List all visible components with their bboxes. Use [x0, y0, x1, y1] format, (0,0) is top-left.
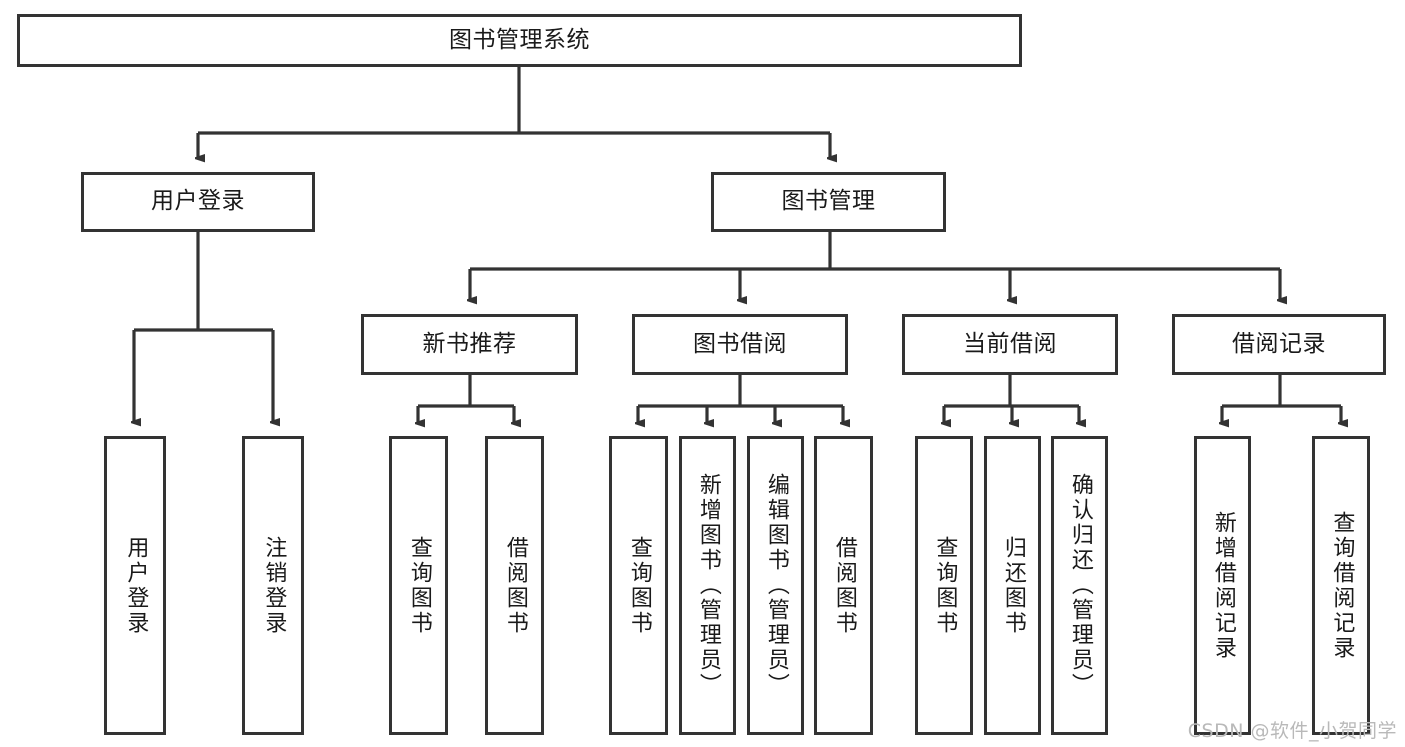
- node-leaf-confirm-return[interactable]: 确认归还（管理员）: [1051, 436, 1108, 735]
- node-leaf-return-book-label: 归还图书: [1000, 535, 1026, 636]
- node-leaf-borrow-book-1-label: 借阅图书: [502, 535, 528, 636]
- node-leaf-add-record-label: 新增借阅记录: [1210, 510, 1236, 661]
- watermark-text: CSDN @软件_小贺同学: [1187, 720, 1397, 742]
- node-leaf-user-login[interactable]: 用户登录: [104, 436, 166, 735]
- node-leaf-query-record[interactable]: 查询借阅记录: [1312, 436, 1370, 735]
- node-book-manage[interactable]: 图书管理: [711, 172, 946, 232]
- node-leaf-borrow-book-2-label: 借阅图书: [831, 535, 857, 636]
- node-leaf-query-book-3[interactable]: 查询图书: [915, 436, 973, 735]
- node-leaf-logout-label: 注销登录: [261, 535, 287, 636]
- node-leaf-add-record[interactable]: 新增借阅记录: [1194, 436, 1251, 735]
- node-leaf-edit-book-label: 编辑图书（管理员）: [763, 473, 789, 698]
- node-leaf-add-book[interactable]: 新增图书（管理员）: [679, 436, 736, 735]
- node-book-manage-label: 图书管理: [781, 188, 876, 215]
- node-leaf-query-book-2[interactable]: 查询图书: [609, 436, 668, 735]
- node-current-borrow-label: 当前借阅: [963, 330, 1057, 357]
- node-borrow-record-label: 借阅记录: [1232, 330, 1326, 357]
- node-leaf-borrow-book-2[interactable]: 借阅图书: [814, 436, 873, 735]
- node-new-book-recommend-label: 新书推荐: [422, 330, 517, 357]
- node-leaf-add-book-label: 新增图书（管理员）: [695, 473, 721, 698]
- node-leaf-query-book-1-label: 查询图书: [406, 535, 432, 636]
- node-book-borrow-label: 图书借阅: [693, 330, 787, 357]
- node-leaf-query-book-3-label: 查询图书: [932, 535, 958, 636]
- node-leaf-confirm-return-label: 确认归还（管理员）: [1067, 473, 1093, 698]
- node-user-login-label: 用户登录: [151, 188, 245, 215]
- node-leaf-return-book[interactable]: 归还图书: [984, 436, 1041, 735]
- node-leaf-user-login-label: 用户登录: [123, 535, 149, 636]
- node-leaf-query-record-label: 查询借阅记录: [1329, 510, 1355, 661]
- node-current-borrow[interactable]: 当前借阅: [902, 314, 1118, 375]
- node-leaf-query-book-2-label: 查询图书: [626, 535, 652, 636]
- node-book-borrow[interactable]: 图书借阅: [632, 314, 848, 375]
- node-leaf-edit-book[interactable]: 编辑图书（管理员）: [747, 436, 804, 735]
- node-leaf-query-book-1[interactable]: 查询图书: [389, 436, 448, 735]
- node-borrow-record[interactable]: 借阅记录: [1172, 314, 1386, 375]
- node-user-login[interactable]: 用户登录: [81, 172, 315, 232]
- node-root-label: 图书管理系统: [449, 26, 590, 53]
- node-new-book-recommend[interactable]: 新书推荐: [361, 314, 578, 375]
- node-leaf-logout[interactable]: 注销登录: [242, 436, 304, 735]
- node-leaf-borrow-book-1[interactable]: 借阅图书: [485, 436, 544, 735]
- node-root[interactable]: 图书管理系统: [17, 14, 1022, 67]
